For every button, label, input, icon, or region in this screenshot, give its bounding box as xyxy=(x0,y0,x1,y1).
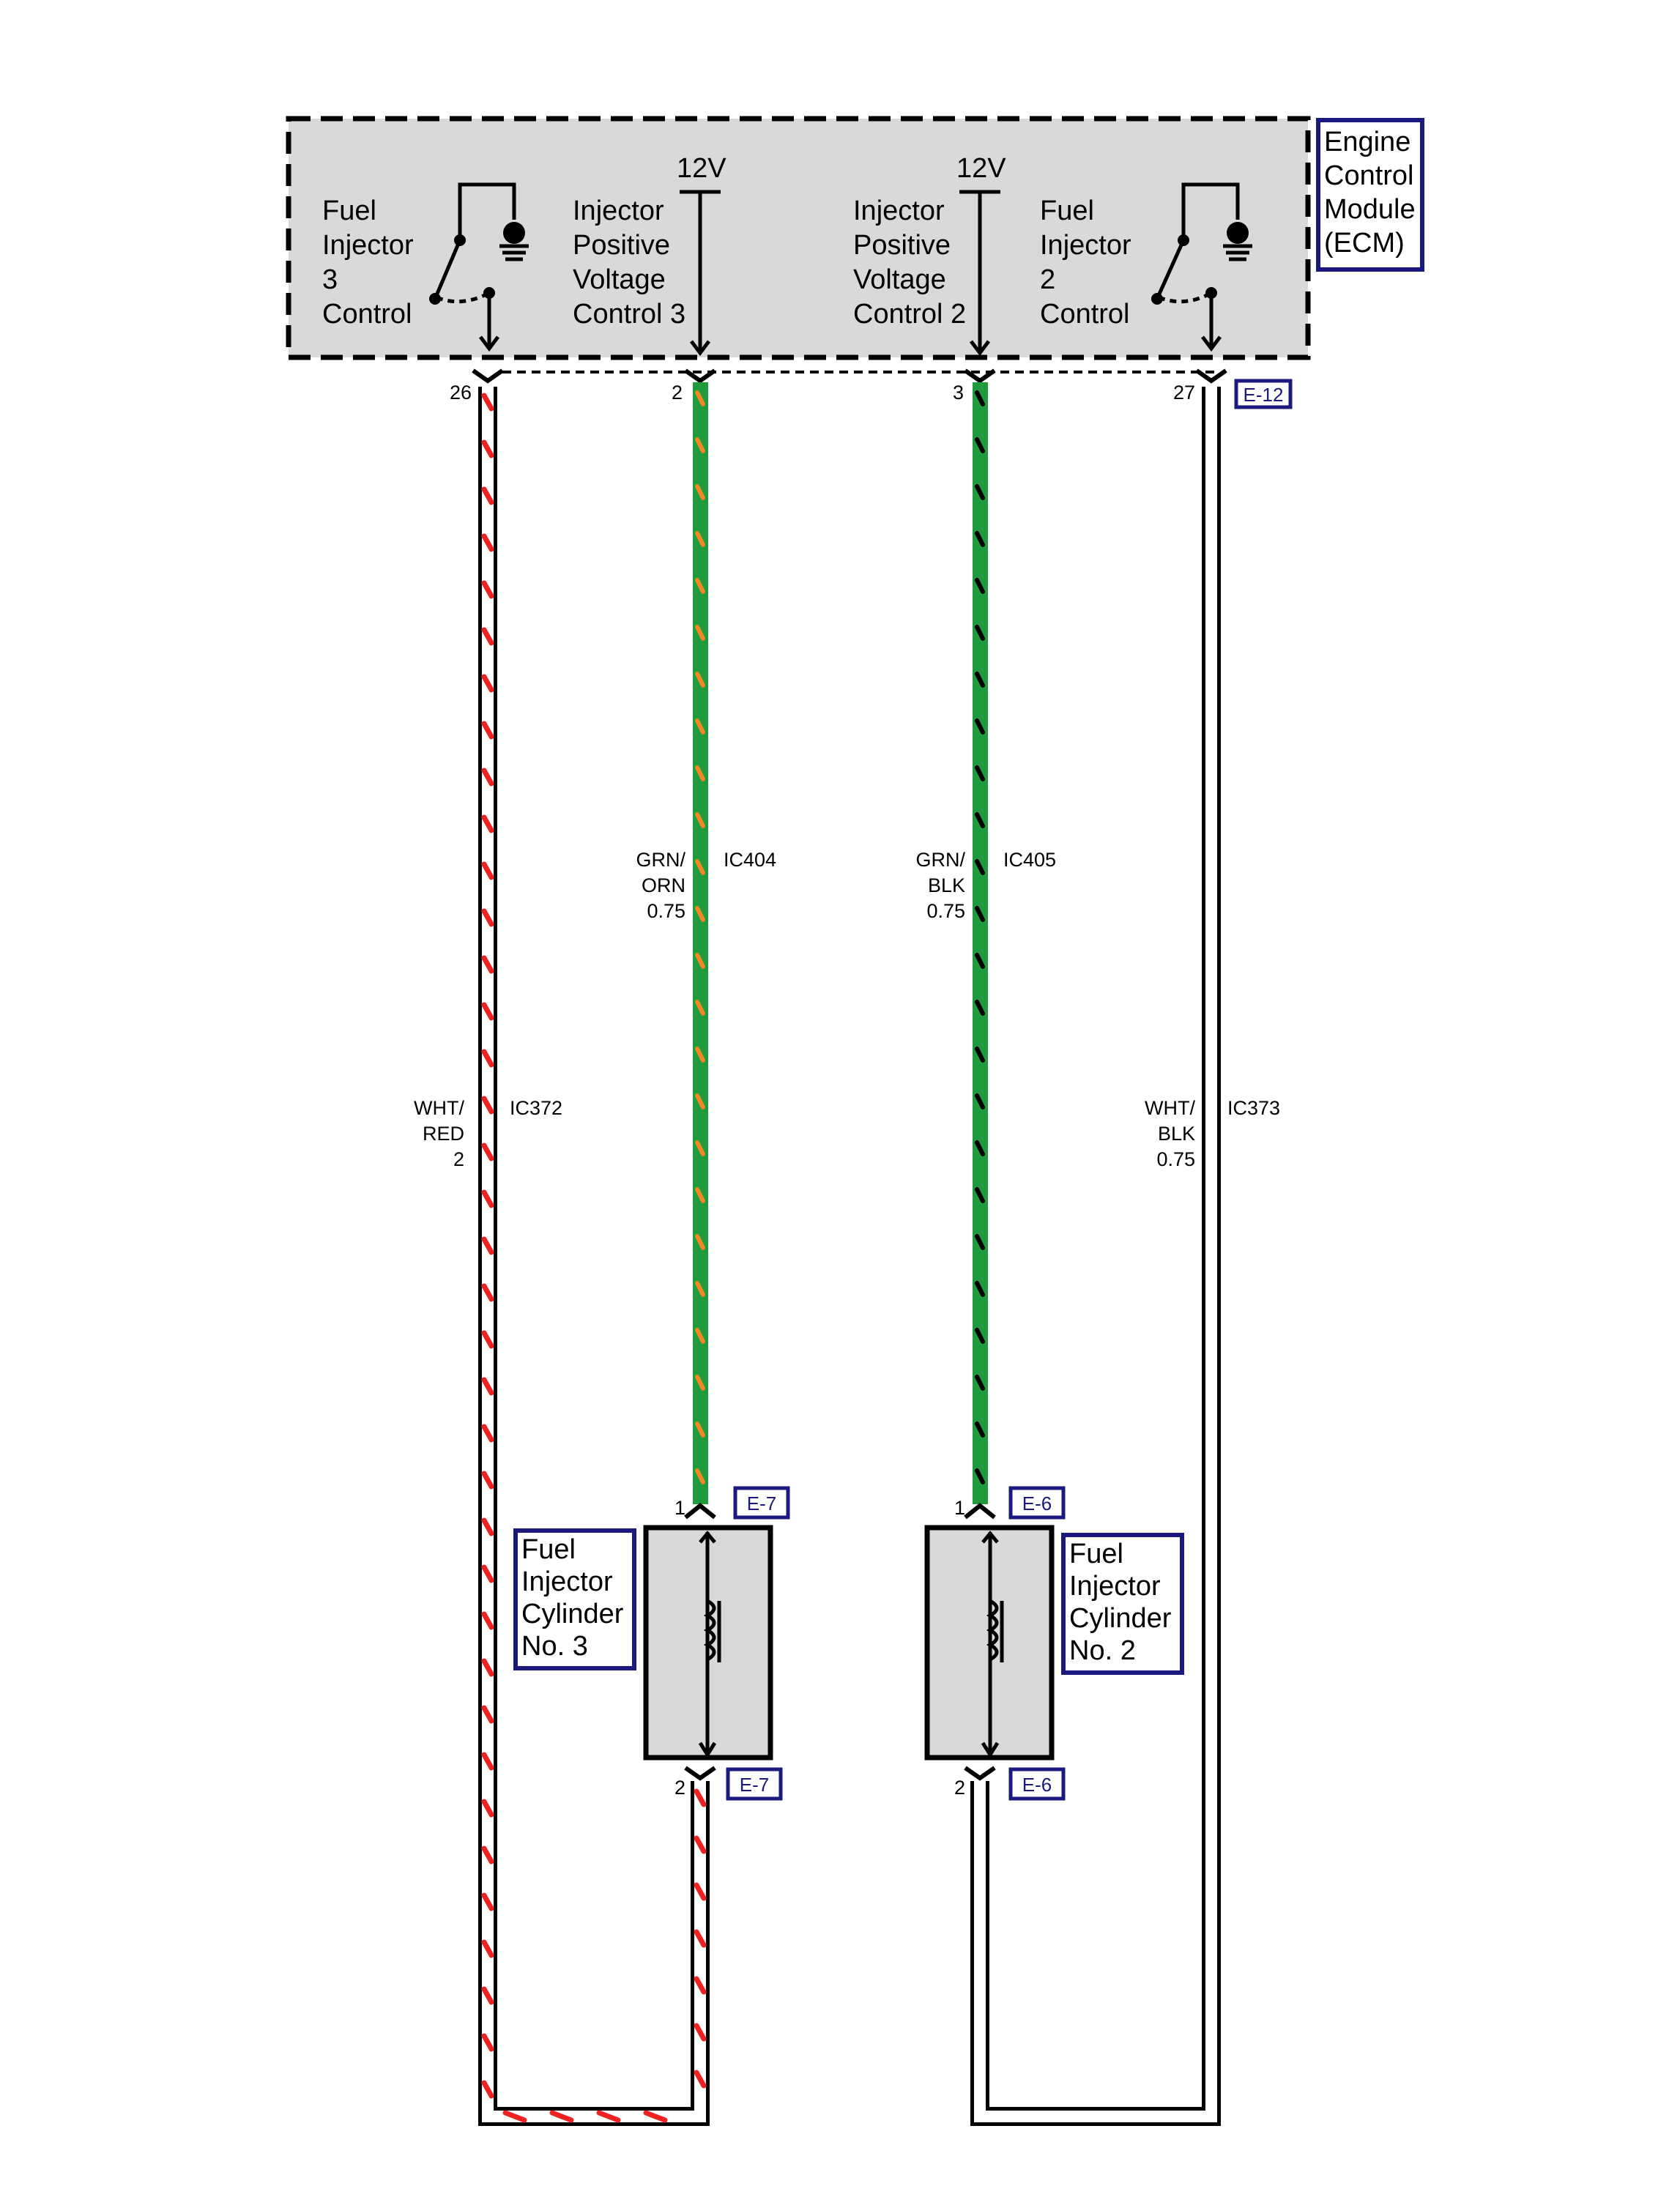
pin-number: 1 xyxy=(674,1497,685,1519)
circuit-id: IC373 xyxy=(1227,1097,1280,1119)
svg-text:Control 3: Control 3 xyxy=(573,299,685,330)
injector-2-switch-dots xyxy=(1151,234,1217,305)
svg-text:E-6: E-6 xyxy=(1022,1492,1052,1514)
svg-text:0.75: 0.75 xyxy=(647,900,685,922)
injector-3-bottom-pin-chevron xyxy=(684,1766,716,1781)
pin-number: 2 xyxy=(954,1777,965,1799)
wire-label-ic405: GRN/ BLK 0.75 IC405 xyxy=(916,849,1057,922)
wire-ic405 xyxy=(973,382,988,1504)
wire-label-ic372: WHT/ RED 2 IC372 xyxy=(414,1097,562,1170)
injector-3-label: Fuel Injector Cylinder No. 3 xyxy=(513,1528,636,1670)
svg-text:WHT/: WHT/ xyxy=(414,1097,464,1119)
ecm-module-box xyxy=(286,116,1311,360)
ecm-pin-chevrons xyxy=(472,368,1227,384)
ground-icon xyxy=(1223,222,1252,261)
svg-text:Fuel: Fuel xyxy=(1040,196,1094,226)
svg-text:Injector: Injector xyxy=(1069,1571,1161,1602)
pin-number: 27 xyxy=(1173,382,1195,404)
svg-text:Fuel: Fuel xyxy=(521,1534,576,1565)
ecm-name-line-1: Engine xyxy=(1324,127,1410,157)
pin-number: 26 xyxy=(450,382,472,404)
label-injector-positive-voltage-control-2: Injector Positive Voltage Control 2 xyxy=(853,196,966,330)
supply-12v-left: 12V xyxy=(677,153,726,357)
ecm-name-line-2: Control xyxy=(1324,160,1414,191)
svg-text:12V: 12V xyxy=(677,153,726,184)
svg-text:Control: Control xyxy=(1040,299,1130,330)
svg-text:GRN/: GRN/ xyxy=(916,849,966,871)
wire-ic404 xyxy=(693,382,708,1504)
circuit-id: IC372 xyxy=(510,1097,562,1119)
svg-text:BLK: BLK xyxy=(1158,1123,1195,1145)
ecm-name-tag: Engine Control Module (ECM) xyxy=(1316,118,1424,272)
label-fuel-injector-2-control: Fuel Injector 2 Control xyxy=(1040,196,1131,330)
supply-12v-right: 12V xyxy=(956,153,1006,357)
connector-tag-e-6: E-6 xyxy=(1008,1486,1066,1520)
injector-2-top-pin-chevron xyxy=(964,1503,996,1520)
label-fuel-injector-3-control: Fuel Injector 3 Control xyxy=(322,196,414,330)
wire-ic373 xyxy=(970,387,1221,2126)
injector-2-bottom-pin-chevron xyxy=(964,1766,996,1781)
svg-text:Injector: Injector xyxy=(521,1566,613,1597)
svg-text:BLK: BLK xyxy=(928,874,965,896)
connector-tag-e-6: E-6 xyxy=(1008,1767,1066,1801)
ecm-name-line-4: (ECM) xyxy=(1324,228,1405,259)
pin-number: 2 xyxy=(674,1777,685,1799)
label-injector-positive-voltage-control-3: Injector Positive Voltage Control 3 xyxy=(573,196,685,330)
wire-label-ic404: GRN/ ORN 0.75 IC404 xyxy=(636,849,777,922)
svg-text:Control: Control xyxy=(322,299,412,330)
svg-text:Injector: Injector xyxy=(322,230,414,261)
svg-text:Cylinder: Cylinder xyxy=(521,1599,624,1629)
pin-number: 1 xyxy=(954,1497,965,1519)
svg-text:RED: RED xyxy=(423,1123,464,1145)
wire-label-ic373: WHT/ BLK 0.75 IC373 xyxy=(1145,1097,1280,1170)
injector-2-label: Fuel Injector Cylinder No. 2 xyxy=(1061,1533,1184,1675)
svg-text:Positive: Positive xyxy=(573,230,670,261)
svg-text:GRN/: GRN/ xyxy=(636,849,686,871)
svg-text:Injector: Injector xyxy=(853,196,945,226)
svg-text:Positive: Positive xyxy=(853,230,951,261)
circuit-id: IC405 xyxy=(1003,849,1056,871)
svg-text:E-12: E-12 xyxy=(1244,384,1284,406)
svg-text:Control 2: Control 2 xyxy=(853,299,966,330)
svg-text:Voltage: Voltage xyxy=(573,264,666,295)
svg-text:0.75: 0.75 xyxy=(1156,1148,1195,1170)
svg-text:Injector: Injector xyxy=(1040,230,1131,261)
svg-text:Voltage: Voltage xyxy=(853,264,946,295)
pin-number: 2 xyxy=(672,382,683,404)
svg-text:Fuel: Fuel xyxy=(322,196,376,226)
ecm-name-line-3: Module xyxy=(1324,194,1416,225)
svg-text:ORN: ORN xyxy=(642,874,685,896)
svg-text:E-7: E-7 xyxy=(747,1492,776,1514)
svg-text:WHT/: WHT/ xyxy=(1145,1097,1195,1119)
svg-text:Fuel: Fuel xyxy=(1069,1539,1123,1569)
coil-icon xyxy=(981,1531,1004,1758)
wire-ic372 xyxy=(478,387,710,2126)
svg-text:12V: 12V xyxy=(956,153,1006,184)
svg-text:E-6: E-6 xyxy=(1022,1774,1052,1796)
svg-text:2: 2 xyxy=(1040,264,1055,295)
svg-text:3: 3 xyxy=(322,264,338,295)
circuit-id: IC404 xyxy=(724,849,776,871)
connector-tag-e-7: E-7 xyxy=(733,1486,790,1520)
svg-text:Cylinder: Cylinder xyxy=(1069,1603,1172,1634)
connector-tag-e-12: E-12 xyxy=(1234,379,1293,409)
svg-text:No. 2: No. 2 xyxy=(1069,1635,1136,1666)
injector-3-top-pin-chevron xyxy=(684,1503,716,1520)
connector-tag-e-7: E-7 xyxy=(726,1767,783,1801)
svg-text:2: 2 xyxy=(453,1148,464,1170)
ground-icon xyxy=(499,222,529,261)
svg-text:No. 3: No. 3 xyxy=(521,1631,588,1662)
injector-3-switch-dots xyxy=(429,234,495,305)
coil-icon xyxy=(698,1531,721,1758)
svg-text:E-7: E-7 xyxy=(740,1774,769,1796)
pin-number: 3 xyxy=(953,382,964,404)
svg-text:0.75: 0.75 xyxy=(926,900,965,922)
svg-text:Injector: Injector xyxy=(573,196,664,226)
